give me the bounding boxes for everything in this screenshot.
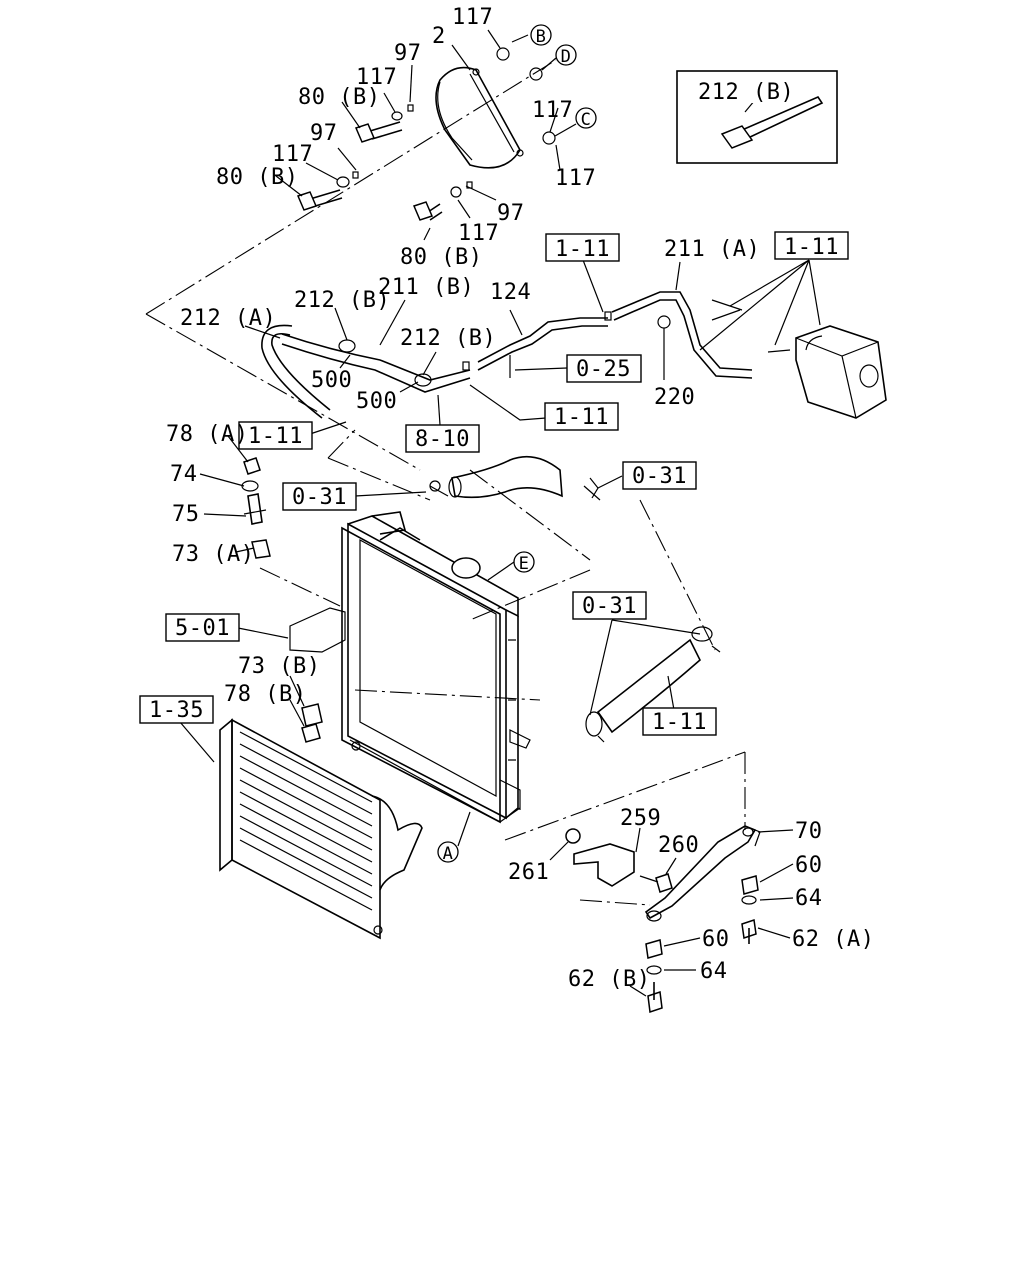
overflow-hoses (261, 291, 753, 419)
label-212b-a: 212 (B) (294, 288, 390, 313)
label-117-a: 117 (452, 5, 493, 30)
ref-box-0-25: 0-25 (576, 357, 631, 382)
reference-circle-a: A (437, 841, 459, 864)
label-211a: 211 (A) (664, 237, 760, 262)
reference-lines (145, 59, 746, 906)
label-117-c: 117 (532, 98, 573, 123)
label-261: 261 (508, 860, 549, 885)
fan-shroud-ring (435, 66, 524, 169)
radiator-core (341, 511, 531, 824)
label-62b: 62 (B) (568, 967, 650, 992)
ref-box-0-31-b: 0-31 (632, 464, 687, 489)
label-97-a: 97 (394, 41, 422, 66)
label-60-a: 60 (795, 853, 823, 878)
label-2: 2 (432, 24, 446, 49)
label-97-b: 97 (310, 121, 338, 146)
ref-letter-c: C (581, 110, 592, 130)
ref-box-0-25-frame (566, 354, 642, 383)
ref-box-1-11-b-frame (774, 231, 849, 260)
bolt-80b-lower (412, 181, 473, 221)
label-64-a: 64 (795, 886, 823, 911)
label-78a: 78 (A) (166, 422, 248, 447)
mounting-bracket (565, 825, 761, 1014)
ref-box-1-35-frame (139, 695, 214, 724)
ref-box-8-10-frame (405, 424, 480, 453)
inset-clip-212b (676, 70, 838, 164)
ref-letter-d: D (561, 47, 572, 67)
label-70: 70 (795, 819, 823, 844)
ref-box-5-01-frame (165, 613, 240, 642)
ref-box-1-11-a-frame (545, 233, 620, 262)
ref-letter-b: B (536, 27, 547, 47)
label-117-d: 117 (272, 142, 313, 167)
label-73a: 73 (A) (172, 542, 254, 567)
intercooler (219, 718, 423, 940)
label-80b-a: 80 (B) (298, 85, 380, 110)
label-80b-b: 80 (B) (216, 165, 298, 190)
label-212a: 212 (A) (180, 306, 276, 331)
label-211b: 211 (B) (378, 275, 474, 300)
label-500-a: 500 (311, 368, 352, 393)
label-97-c: 97 (497, 201, 525, 226)
label-78b: 78 (B) (224, 682, 306, 707)
label-74: 74 (170, 462, 198, 487)
label-64-b: 64 (700, 959, 728, 984)
bolt-80b-middle (296, 171, 359, 211)
label-212b-b: 212 (B) (400, 326, 496, 351)
reference-circle-c: C (575, 107, 597, 130)
reference-circle-e: E (513, 551, 535, 574)
ref-box-0-31-c: 0-31 (582, 594, 637, 619)
ref-box-0-31-b-frame (622, 461, 697, 490)
ref-box-1-35: 1-35 (149, 698, 204, 723)
ref-box-1-11-c-frame (544, 402, 619, 431)
bolt-80b-upper (354, 104, 414, 143)
lower-radiator-hose (585, 626, 721, 743)
label-117-f: 117 (458, 221, 499, 246)
label-75: 75 (172, 502, 200, 527)
label-117-b: 117 (356, 65, 397, 90)
label-124: 124 (490, 280, 531, 305)
label-220: 220 (654, 385, 695, 410)
ref-box-8-10: 8-10 (415, 427, 470, 452)
ref-box-1-11-c: 1-11 (554, 405, 609, 430)
label-212b-inset: 212 (B) (698, 80, 794, 105)
ref-box-0-31-c-frame (572, 591, 647, 620)
ref-letter-e: E (519, 554, 530, 574)
leader-lines (179, 29, 821, 997)
part-labels: 117 2 97 117 80 (B) 117 97 117 117 80 (B… (149, 5, 874, 992)
label-73b: 73 (B) (238, 654, 320, 679)
ref-letter-a: A (443, 844, 454, 864)
washers-117-right (496, 47, 556, 145)
label-117-e: 117 (555, 166, 596, 191)
label-80b-c: 80 (B) (400, 245, 482, 270)
ref-box-5-01: 5-01 (175, 616, 230, 641)
ref-box-0-31-a: 0-31 (292, 485, 347, 510)
reference-circle-d: D (555, 44, 577, 67)
label-500-b: 500 (356, 389, 397, 414)
label-260: 260 (658, 833, 699, 858)
label-62a: 62 (A) (792, 927, 874, 952)
ref-box-1-11-e: 1-11 (652, 710, 707, 735)
upper-radiator-hose (429, 455, 601, 501)
reference-circle-b: B (530, 24, 552, 47)
label-60-b: 60 (702, 927, 730, 952)
ref-box-1-11-b: 1-11 (784, 235, 839, 260)
inset-label-bg (678, 77, 778, 103)
ref-box-1-11-e-frame (642, 707, 717, 736)
label-259: 259 (620, 806, 661, 831)
ref-box-0-31-a-frame (282, 482, 357, 511)
ref-box-1-11-a: 1-11 (555, 237, 610, 262)
ref-box-1-11-d-frame (238, 421, 313, 450)
ref-box-1-11-d: 1-11 (248, 424, 303, 449)
reserve-tank (657, 299, 887, 419)
